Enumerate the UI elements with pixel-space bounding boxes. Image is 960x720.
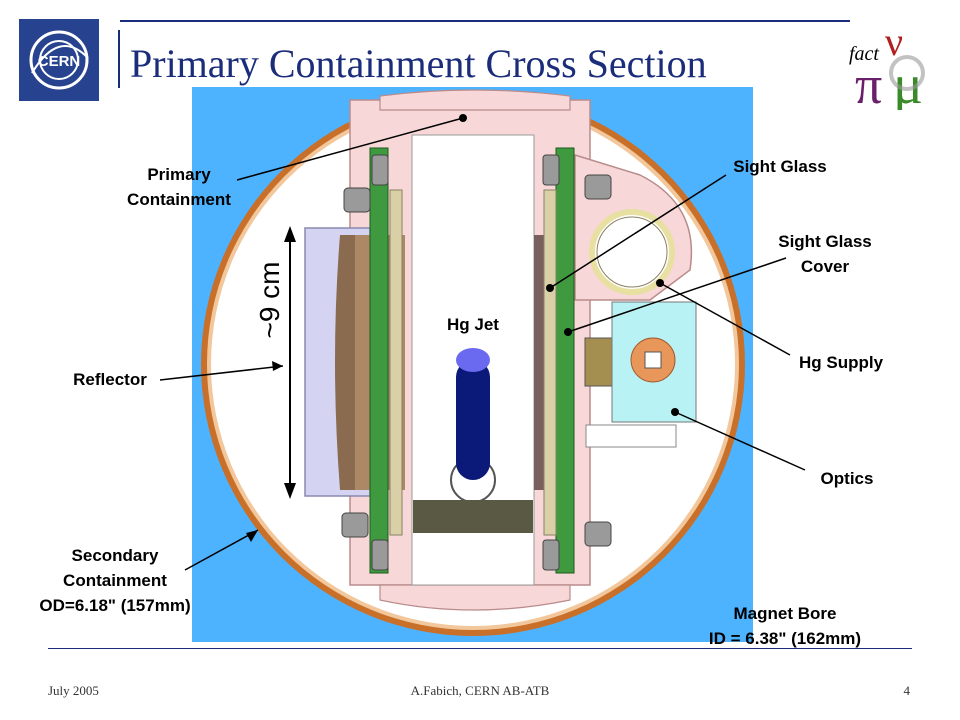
footer-rule bbox=[48, 648, 912, 649]
fact-logo: fact π μ ν bbox=[845, 15, 945, 116]
title-rule-top bbox=[120, 20, 850, 22]
label-sight-glass-cover: Sight Glass Cover bbox=[778, 232, 872, 276]
footer-date: July 2005 bbox=[48, 683, 99, 698]
sight-glass-left bbox=[389, 189, 403, 536]
label-sight-glass: Sight Glass bbox=[733, 157, 827, 176]
bolts bbox=[341, 154, 612, 571]
page-title: Primary Containment Cross Section bbox=[130, 41, 707, 86]
sight-glass-cover bbox=[589, 209, 675, 295]
label-primary-containment: Primary Containment bbox=[127, 165, 231, 209]
leader-dots bbox=[246, 114, 679, 542]
sight-glass-frame-right bbox=[555, 147, 575, 574]
label-magnet-bore: Magnet Bore ID = 6.38" (162mm) bbox=[708, 604, 862, 648]
hg-jet bbox=[456, 360, 490, 480]
sight-glass bbox=[543, 189, 557, 536]
title-rule-left bbox=[118, 30, 120, 88]
label-hg-jet: Hg Jet bbox=[447, 315, 499, 334]
beam-dump-plate bbox=[413, 500, 533, 533]
sight-glass-frame-left bbox=[369, 147, 389, 574]
label-optics: Optics bbox=[820, 469, 874, 488]
nu-glyph: ν bbox=[885, 19, 903, 64]
label-reflector: Reflector bbox=[73, 370, 147, 389]
label-hg-supply: Hg Supply bbox=[798, 353, 884, 372]
label-secondary-containment: Secondary Containment OD=6.18" (157mm) bbox=[39, 546, 191, 615]
footer-author: A.Fabich, CERN AB-ATB bbox=[410, 683, 550, 698]
pi-glyph: π bbox=[855, 55, 882, 110]
cern-logo: CERN bbox=[18, 18, 100, 102]
hg-jet-tip bbox=[456, 348, 490, 372]
leader-lines bbox=[159, 117, 806, 571]
cern-logo-text: CERN bbox=[38, 53, 81, 70]
dimension-label: ~9 cm bbox=[254, 261, 285, 339]
fact-logo-text: fact bbox=[849, 43, 879, 65]
footer-page-number: 4 bbox=[903, 683, 911, 698]
